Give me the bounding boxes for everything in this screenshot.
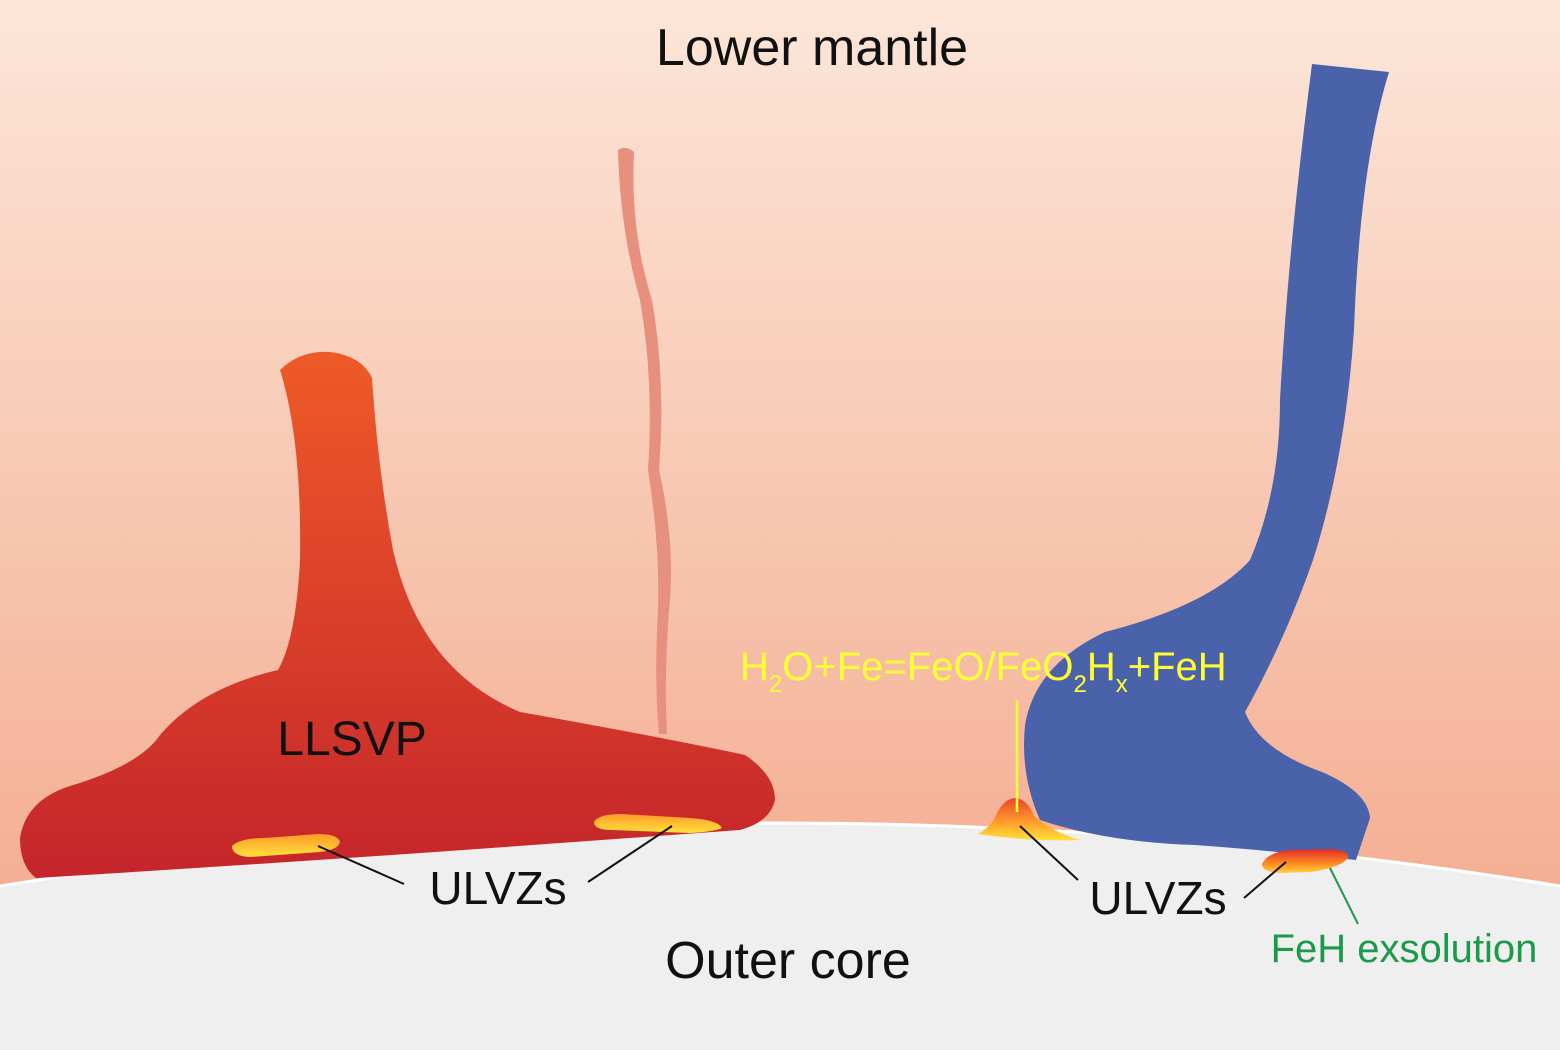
lower-mantle-label: Lower mantle — [656, 19, 968, 77]
ulvz-patch-left-2 — [594, 814, 722, 833]
feh-exsolution-patch — [1262, 849, 1349, 873]
feh-exsolution-label: FeH exsolution — [1271, 927, 1538, 971]
reaction-part-4: +FeH — [1128, 645, 1227, 689]
ulvz-patch-center — [978, 798, 1080, 841]
llsvp-label: LLSVP — [277, 713, 426, 766]
leader-line-ulvz-left-2 — [587, 825, 673, 883]
leader-line-ulvz-left-1 — [317, 845, 405, 885]
reaction-sub-1: 2 — [769, 671, 782, 698]
outer-core-label: Outer core — [665, 932, 911, 990]
llsvp-body — [20, 351, 775, 878]
leader-line-ulvz-right-2 — [1243, 861, 1287, 899]
reaction-part-2: O+Fe=FeO/FeO — [782, 645, 1073, 689]
thin-plume — [618, 147, 672, 734]
ulvzs-label-left: ULVZs — [429, 862, 566, 914]
ulvzs-label-right: ULVZs — [1089, 872, 1226, 924]
reaction-equation: H2O+Fe=FeO/FeO2Hx+FeH — [740, 645, 1227, 698]
reaction-sub-2: 2 — [1073, 671, 1086, 698]
subducted-slab — [1024, 64, 1389, 860]
leader-line-ulvz-right-1 — [1019, 825, 1079, 881]
ulvz-patch-left-1 — [232, 834, 340, 857]
reaction-part-1: H — [740, 645, 769, 689]
outer-core-region — [0, 823, 1560, 1050]
leader-line-feh — [1329, 867, 1359, 925]
reaction-part-3: H — [1087, 645, 1116, 689]
reaction-sub-3: x — [1116, 671, 1128, 698]
